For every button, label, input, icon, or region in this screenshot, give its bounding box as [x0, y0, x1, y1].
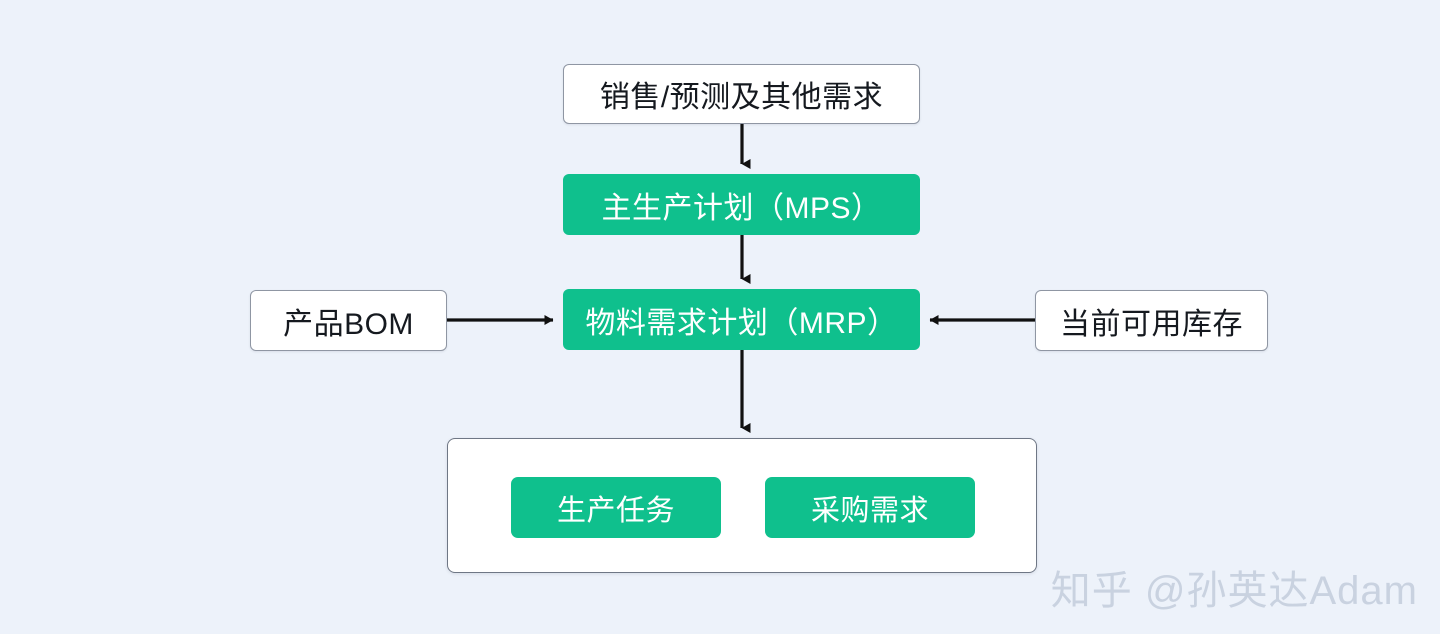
node-master-production-schedule[interactable]: 主生产计划（MPS）: [563, 174, 920, 235]
node-production-task[interactable]: 生产任务: [511, 477, 721, 538]
node-product-bom[interactable]: 产品BOM: [250, 290, 447, 351]
node-material-requirements-planning[interactable]: 物料需求计划（MRP）: [563, 289, 920, 350]
node-current-available-inventory[interactable]: 当前可用库存: [1035, 290, 1268, 351]
watermark: 知乎 @孙英达Adam: [1050, 569, 1418, 613]
node-sales-forecast-demand[interactable]: 销售/预测及其他需求: [563, 64, 920, 124]
node-purchase-demand[interactable]: 采购需求: [765, 477, 975, 538]
